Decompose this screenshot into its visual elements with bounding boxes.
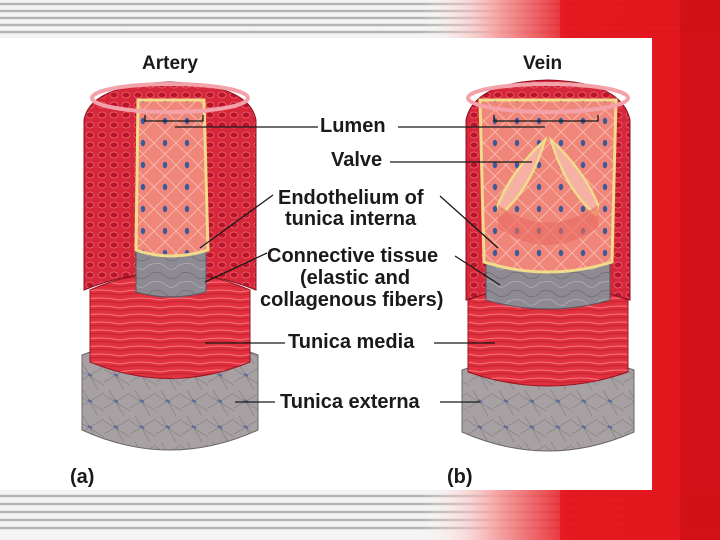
leader-lines (144, 115, 599, 403)
vein-title: Vein (523, 53, 563, 74)
connective-leader-right (454, 255, 501, 286)
tunica-media-label: Tunica media (288, 331, 415, 353)
vein-endothelium (478, 98, 618, 274)
artery-endothelium (134, 98, 210, 258)
vein-lumen-opening (498, 205, 598, 245)
lumen-bracket-artery (144, 115, 204, 122)
endothelium-label-line2: tunica interna (285, 208, 417, 230)
connective-label-line1: Connective tissue (267, 245, 439, 267)
top-stripes (0, 2, 720, 34)
panel-a-label: (a) (70, 466, 95, 488)
lumen-bracket-vein (493, 115, 599, 122)
artery-title: Artery (142, 53, 198, 74)
vein-valve (496, 136, 600, 218)
artery-top-rim (90, 82, 250, 114)
valve-label: Valve (331, 149, 383, 171)
connective-leader-left (204, 252, 268, 283)
endothelium-leader-left (199, 194, 274, 249)
vein-connective-tissue (485, 261, 611, 310)
endothelium-leader-right (439, 195, 499, 249)
vein-top-rim (466, 82, 630, 114)
tunica-externa-label: Tunica externa (280, 391, 420, 413)
endothelium-label-line1: Endothelium of (278, 187, 424, 209)
panel-b-label: (b) (447, 466, 473, 488)
vein-vessel (461, 79, 635, 452)
connective-label-line2: (elastic and (300, 267, 411, 289)
connective-label-line3: collagenous fibers) (260, 289, 444, 311)
artery-connective-tissue (135, 249, 207, 298)
bottom-stripes (0, 494, 720, 530)
lumen-label: Lumen (320, 115, 386, 137)
artery-vessel (81, 81, 259, 451)
